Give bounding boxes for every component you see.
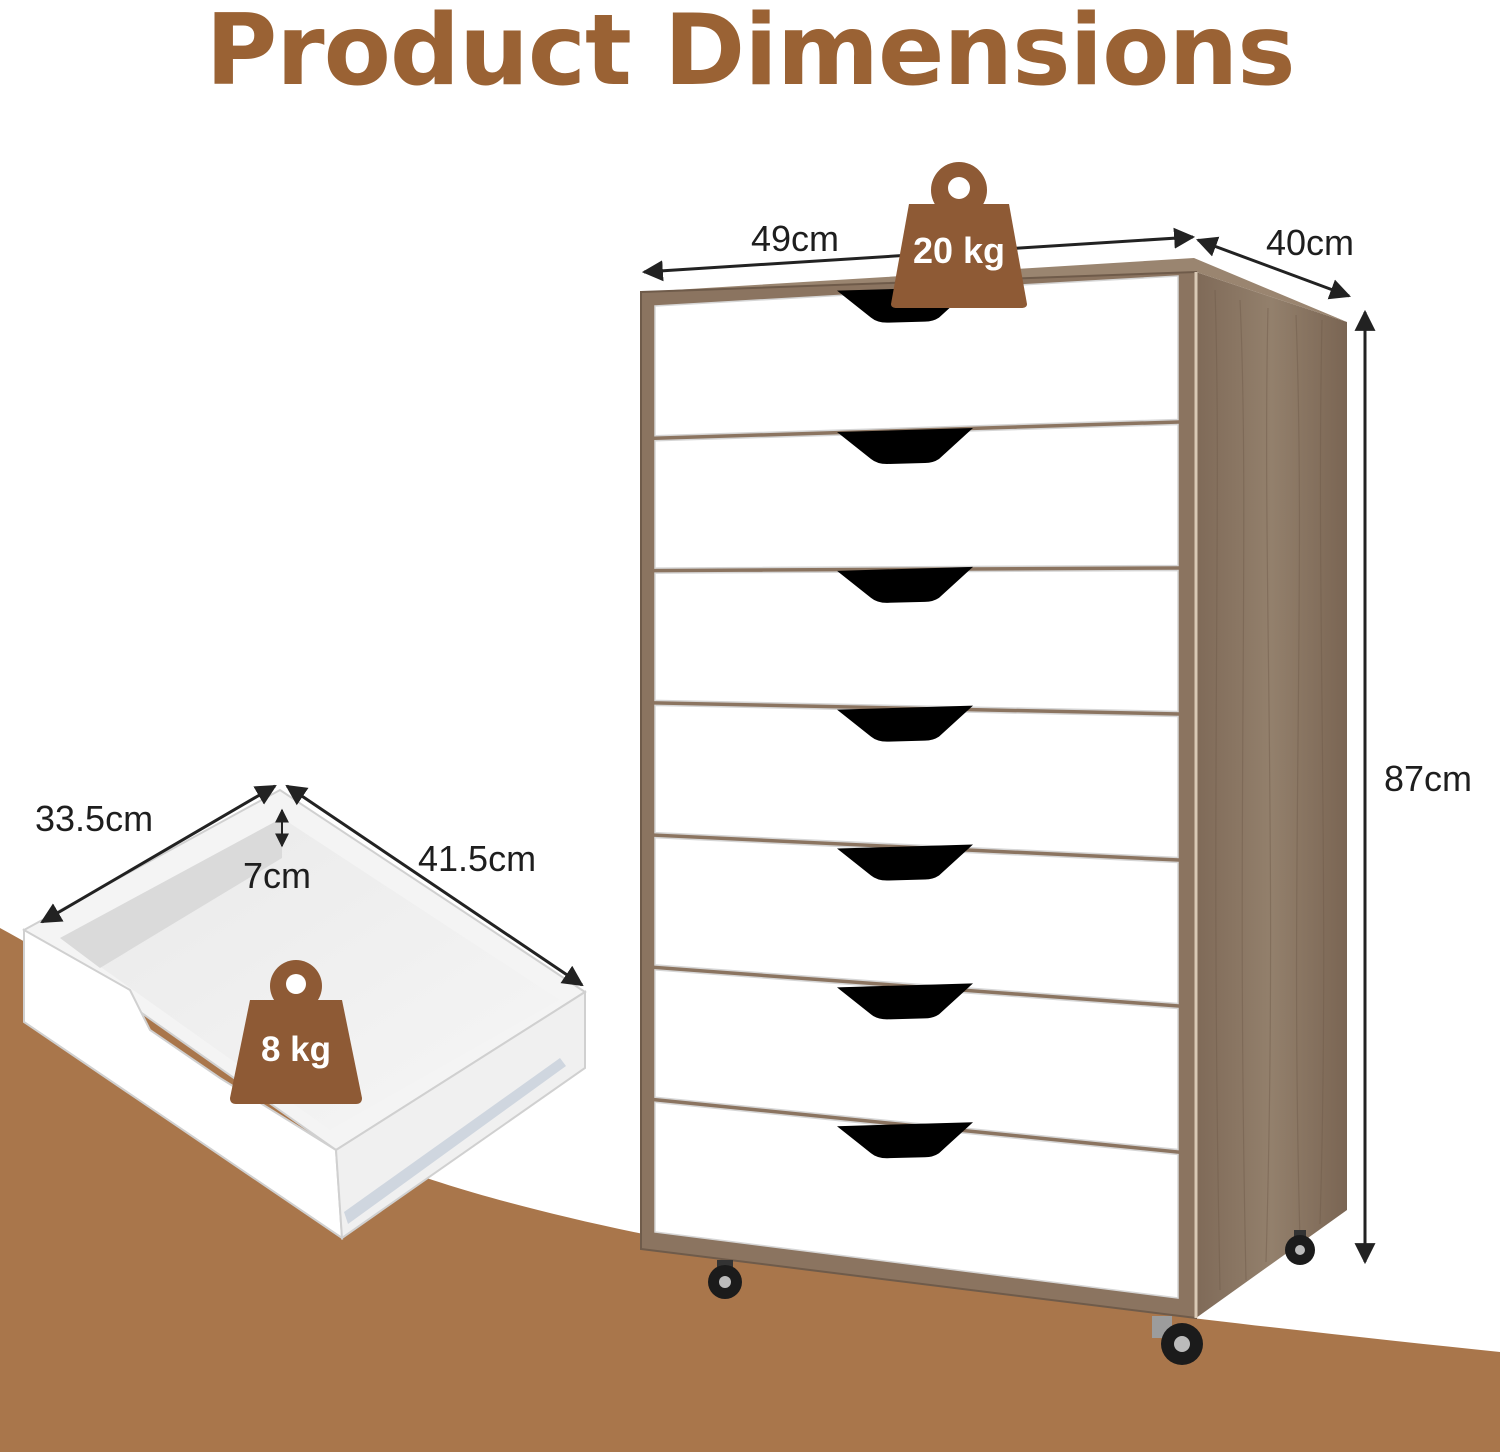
floor-area [0,928,1500,1452]
drawer-handle [837,705,973,742]
depth-arrow [1196,236,1351,300]
drawer-handle [837,983,973,1020]
drawer-handle [837,566,973,603]
cabinet-drawer [654,569,1179,713]
drawer-handle [837,1122,973,1159]
cabinet-drawer [654,969,1179,1151]
page-title: Product Dimensions [205,0,1295,108]
caster-wheel-icon [708,1260,742,1299]
drawer-handle [837,428,973,465]
cabinet-width-label: 49cm [751,218,840,259]
storage-cabinet [640,258,1347,1365]
caster-wheel-icon [1285,1230,1315,1265]
drawer-depth-label: 41.5cm [418,838,537,879]
caster-wheel-icon [1152,1316,1203,1365]
drawer-width-arrow [40,784,277,924]
cabinet-weight-label: 20 kg [912,230,1006,271]
cabinet-side-panel [1196,272,1347,1318]
weight-icon [891,162,1027,308]
drawer-width-label: 33.5cm [35,798,154,839]
weight-icon [230,960,362,1104]
drawer-height-label: 7cm [243,855,312,896]
cabinet-drawer [654,423,1179,569]
drawer-depth-arrow [285,784,584,987]
cabinet-drawer [654,1101,1179,1299]
cabinet-drawer [654,704,1179,859]
wood-grain [1214,289,1325,1291]
cabinet-height-label: 87cm [1384,758,1473,799]
drawer-weight-label: 8 kg [260,1030,332,1069]
cabinet-drawer [654,836,1179,1005]
cabinet-depth-label: 40cm [1266,222,1355,263]
drawer-handle [837,844,973,881]
